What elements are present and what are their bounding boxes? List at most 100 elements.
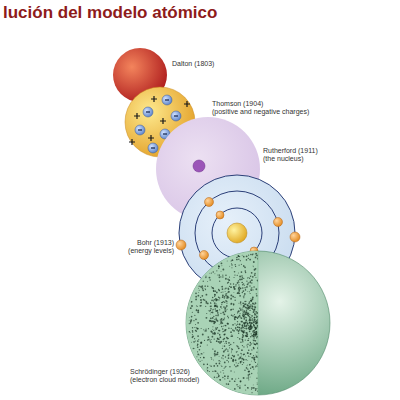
cloud-dot (233, 342, 234, 343)
cloud-dot (245, 340, 246, 341)
cloud-dot (254, 274, 256, 276)
cloud-dot (235, 327, 237, 329)
cloud-dot (254, 306, 256, 308)
cloud-dot (216, 306, 218, 308)
cloud-dot (220, 276, 221, 277)
cloud-dot (248, 340, 249, 341)
cloud-dot (239, 295, 241, 297)
cloud-dot (240, 301, 242, 303)
cloud-dot (210, 342, 212, 344)
cloud-dot (225, 309, 227, 311)
cloud-dot (200, 342, 202, 344)
cloud-dot (252, 323, 253, 324)
cloud-dot (247, 305, 248, 306)
cloud-dot (243, 303, 244, 304)
cloud-dot (233, 283, 234, 284)
cloud-dot (247, 359, 249, 361)
cloud-dot (240, 313, 241, 314)
cloud-dot (210, 302, 211, 303)
cloud-dot (249, 307, 251, 309)
cloud-dot (229, 277, 230, 278)
cloud-dot (197, 295, 199, 297)
cloud-dot (220, 270, 222, 272)
cloud-dot (225, 356, 226, 357)
page-title: lución del modelo atómico (3, 3, 217, 23)
cloud-dot (235, 284, 236, 285)
cloud-dot (230, 309, 232, 311)
cloud-dot (220, 313, 221, 314)
cloud-dot (229, 381, 230, 382)
cloud-dot (245, 359, 246, 360)
cloud-dot (243, 278, 244, 279)
cloud-dot (228, 357, 230, 359)
cloud-dot (202, 295, 204, 297)
cloud-dot (189, 331, 191, 333)
cloud-dot (242, 277, 244, 279)
cloud-dot (227, 297, 229, 299)
cloud-dot (207, 339, 208, 340)
cloud-dot (232, 324, 234, 326)
cloud-dot (225, 287, 227, 289)
cloud-dot (226, 260, 228, 262)
cloud-dot (233, 291, 235, 293)
cloud-dot (251, 322, 252, 323)
cloud-dot (251, 389, 252, 390)
cloud-dot (218, 330, 220, 332)
cloud-dot (249, 331, 251, 333)
cloud-dot (241, 318, 242, 319)
cloud-dot (206, 294, 208, 296)
cloud-dot (231, 260, 232, 261)
cloud-dot (239, 338, 241, 340)
cloud-dot (217, 352, 219, 354)
cloud-dot (226, 343, 227, 344)
cloud-dot (249, 278, 250, 279)
cloud-dot (231, 260, 233, 262)
cloud-dot (246, 320, 247, 321)
cloud-dot (218, 330, 219, 331)
cloud-dot (240, 328, 241, 329)
cloud-dot (251, 315, 252, 316)
cloud-dot (250, 353, 251, 354)
cloud-dot (192, 337, 194, 339)
cloud-dot (217, 365, 219, 367)
cloud-dot (247, 364, 249, 366)
cloud-dot (246, 367, 248, 369)
cloud-dot (254, 325, 255, 326)
cloud-dot (246, 311, 248, 313)
cloud-dot (229, 291, 230, 292)
cloud-dot (237, 292, 238, 293)
cloud-dot (251, 333, 252, 334)
cloud-dot (254, 317, 256, 319)
cloud-dot (256, 337, 257, 338)
cloud-dot (243, 312, 245, 314)
cloud-dot (241, 321, 243, 323)
cloud-dot (247, 308, 249, 310)
cloud-dot (218, 374, 219, 375)
cloud-dot (189, 323, 190, 324)
cloud-dot (224, 298, 225, 299)
cloud-dot (253, 326, 255, 328)
cloud-dot (254, 311, 256, 313)
cloud-dot (218, 266, 220, 268)
cloud-dot (223, 351, 225, 353)
cloud-dot (227, 375, 229, 377)
cloud-dot (212, 309, 213, 310)
cloud-dot (209, 279, 210, 280)
cloud-dot (230, 370, 231, 371)
cloud-dot (219, 335, 220, 336)
cloud-dot (221, 308, 223, 310)
cloud-dot (223, 313, 225, 315)
cloud-dot (216, 377, 217, 378)
cloud-dot (214, 305, 216, 307)
cloud-dot (249, 310, 250, 311)
cloud-dot (203, 357, 204, 358)
cloud-dot (198, 309, 199, 310)
cloud-dot (246, 335, 248, 337)
cloud-dot (212, 297, 214, 299)
cloud-dot (211, 359, 212, 360)
cloud-dot (211, 272, 212, 273)
cloud-dot (215, 370, 216, 371)
cloud-dot (212, 288, 214, 290)
cloud-dot (252, 303, 254, 305)
cloud-dot (239, 324, 241, 326)
